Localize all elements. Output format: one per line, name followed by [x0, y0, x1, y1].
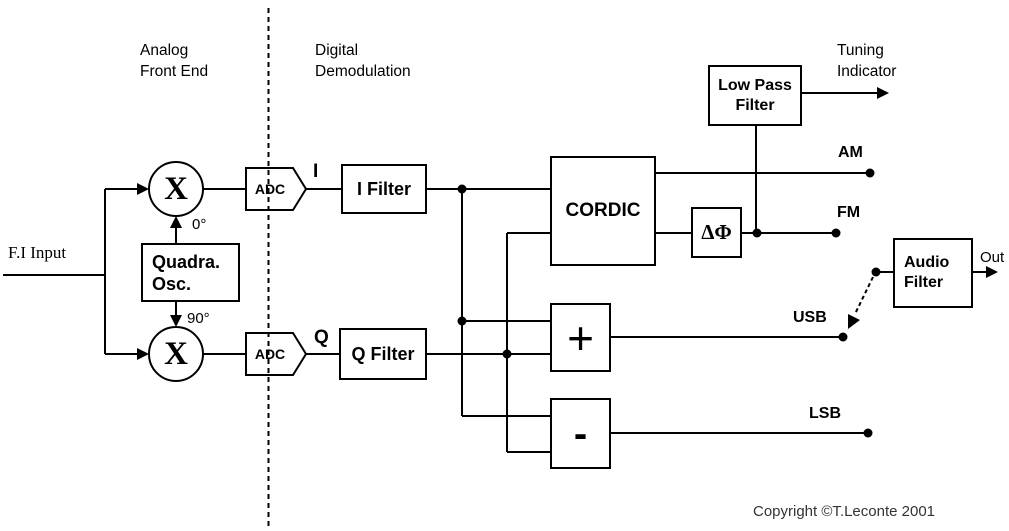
mixer2-symbol: X — [164, 336, 188, 372]
junction-dot — [752, 228, 762, 238]
q-signal-label: Q — [314, 327, 329, 348]
fm-terminal-dot — [831, 228, 841, 238]
audio-filter-block: Audio Filter — [893, 238, 973, 308]
low-pass-label-line2: Filter — [735, 96, 775, 114]
tuning-label-line1: Tuning — [837, 42, 884, 59]
usb-output-label: USB — [793, 309, 827, 326]
junction-dot — [457, 316, 467, 326]
fi-input-label: F.I Input — [8, 243, 67, 262]
cordic-block: CORDIC — [550, 156, 656, 266]
mixer1-symbol: X — [164, 171, 188, 207]
audio-label-line1: Audio — [904, 254, 950, 271]
tuning-indicator-label: Tuning Indicator — [837, 40, 896, 82]
digital-label-line2: Demodulation — [315, 63, 411, 80]
q-filter-block: Q Filter — [339, 328, 427, 380]
arrowhead-mixer1 — [137, 183, 149, 195]
delta-phi-block: ΔΦ — [691, 207, 742, 258]
osc-label-line2: Osc. — [152, 273, 192, 294]
adc2-label: ADC — [254, 346, 286, 362]
arrowhead-switch — [848, 314, 860, 329]
tuning-label-line2: Indicator — [837, 63, 897, 80]
adder-block: + — [550, 303, 611, 372]
junction-dot — [457, 184, 467, 194]
audio-label-line2: Filter — [904, 274, 944, 291]
adc1-label: ADC — [254, 181, 286, 197]
arrowhead-tuning — [877, 87, 889, 99]
i-signal-label: I — [313, 161, 319, 182]
osc-label-line1: Quadra. — [152, 251, 221, 272]
subtractor-symbol: - — [573, 411, 588, 456]
digital-label-line1: Digital — [315, 42, 359, 59]
i-filter-label: I Filter — [356, 178, 411, 199]
junction-dot — [502, 349, 512, 359]
analog-section-label: Analog Front End — [140, 40, 208, 82]
analog-label-line1: Analog — [140, 42, 189, 59]
arrowhead-out — [986, 266, 998, 278]
q-filter-label: Q Filter — [351, 343, 415, 364]
analog-label-line2: Front End — [140, 63, 209, 80]
adder-symbol: + — [567, 311, 594, 364]
lsb-output-label: LSB — [809, 405, 841, 422]
out-label: Out — [980, 249, 1005, 266]
phase-0-label: 0° — [192, 216, 207, 233]
copyright-notice: Copyright ©T.Leconte 2001 — [753, 503, 935, 520]
subtractor-block: - — [550, 398, 611, 469]
adc1-shape — [245, 167, 308, 211]
low-pass-label-line1: Low Pass — [718, 76, 792, 94]
delta-phi-label: ΔΦ — [701, 220, 732, 244]
usb-terminal-dot — [838, 332, 848, 342]
quadrature-oscillator-block: Quadra. Osc. — [141, 243, 240, 302]
switch-wiper — [854, 276, 874, 315]
am-terminal-dot — [865, 168, 875, 178]
digital-section-label: Digital Demodulation — [315, 40, 411, 82]
arrowhead-osc-up — [170, 216, 182, 228]
phase-90-label: 90° — [187, 310, 210, 327]
adc2-shape — [245, 332, 308, 376]
lsb-terminal-dot — [863, 428, 873, 438]
i-filter-block: I Filter — [341, 164, 427, 214]
low-pass-filter-block: Low Pass Filter — [708, 65, 802, 126]
cordic-label: CORDIC — [565, 200, 641, 221]
fm-output-label: FM — [837, 204, 861, 221]
arrowhead-osc-down — [170, 315, 182, 327]
arrowhead-mixer2 — [137, 348, 149, 360]
am-output-label: AM — [838, 144, 863, 161]
switch-common-dot — [871, 267, 881, 277]
